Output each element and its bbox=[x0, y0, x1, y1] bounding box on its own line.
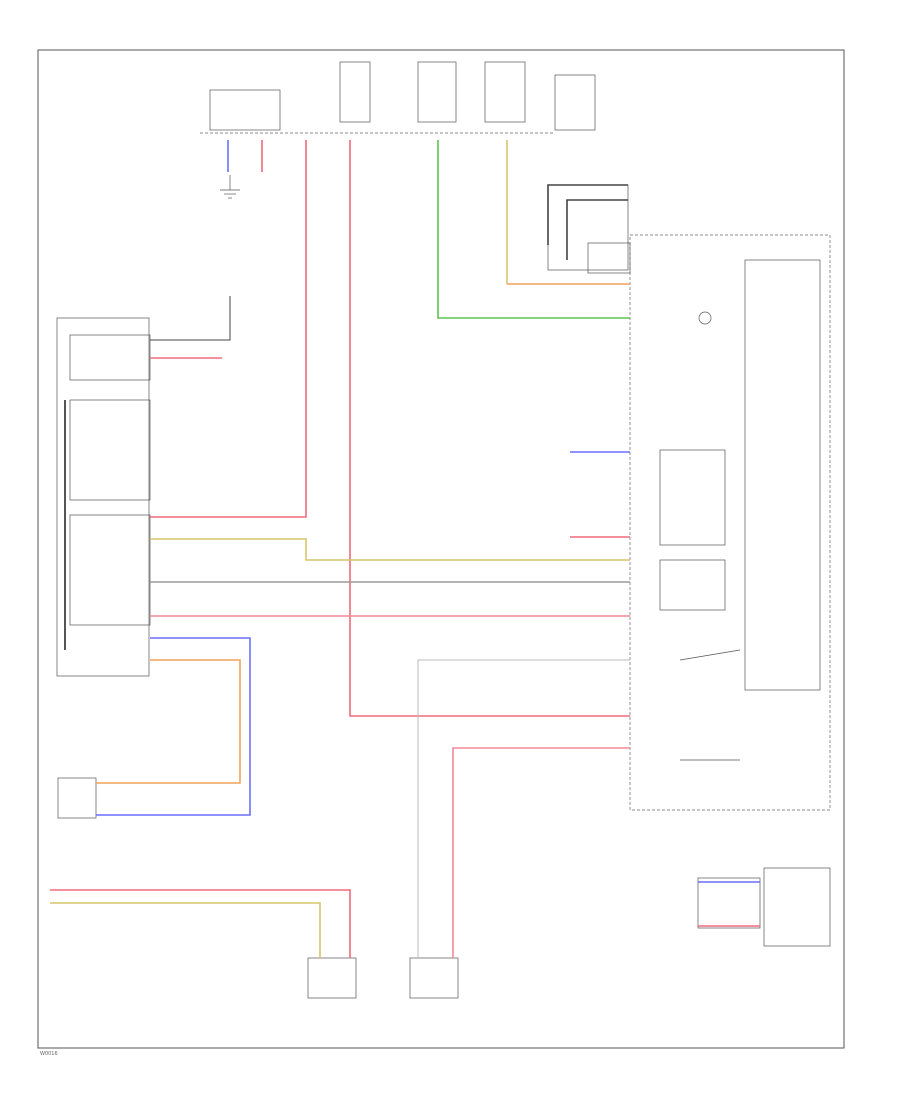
wire-gray-passenger-motor bbox=[417, 659, 630, 958]
wire-orange-rear-motor bbox=[96, 659, 241, 784]
wire-black-driver-top bbox=[150, 296, 231, 341]
wire-pink-bottom bbox=[452, 747, 630, 958]
diagram-frame bbox=[37, 49, 845, 1049]
wire-black-relay-2 bbox=[566, 199, 628, 260]
wire-black-relay bbox=[547, 184, 628, 245]
wire-green bbox=[437, 140, 630, 319]
wire-blue-rear-motor bbox=[96, 637, 251, 816]
passenger-module-internals bbox=[659, 259, 821, 761]
fuse-box-top bbox=[209, 61, 596, 131]
wire-tan-horizontal bbox=[150, 538, 630, 561]
right-rear-module-group bbox=[697, 867, 831, 947]
wire-yellow-left-rear bbox=[50, 902, 321, 958]
footer-code: W0016 bbox=[40, 1051, 58, 1057]
driver-rear-power-window-motor bbox=[57, 777, 97, 819]
passenger-door-module bbox=[629, 234, 831, 811]
ground-symbol-top bbox=[220, 175, 240, 199]
wire-red-passenger-feed bbox=[349, 140, 630, 717]
wire-red-left-rear bbox=[50, 889, 351, 958]
passenger-power-window-motor bbox=[409, 957, 459, 999]
left-rear-power-window-motor bbox=[307, 957, 357, 999]
relay-block-top-right bbox=[547, 184, 631, 274]
wire-red-main bbox=[150, 140, 307, 518]
driver-power-window-master-switch bbox=[56, 317, 151, 677]
